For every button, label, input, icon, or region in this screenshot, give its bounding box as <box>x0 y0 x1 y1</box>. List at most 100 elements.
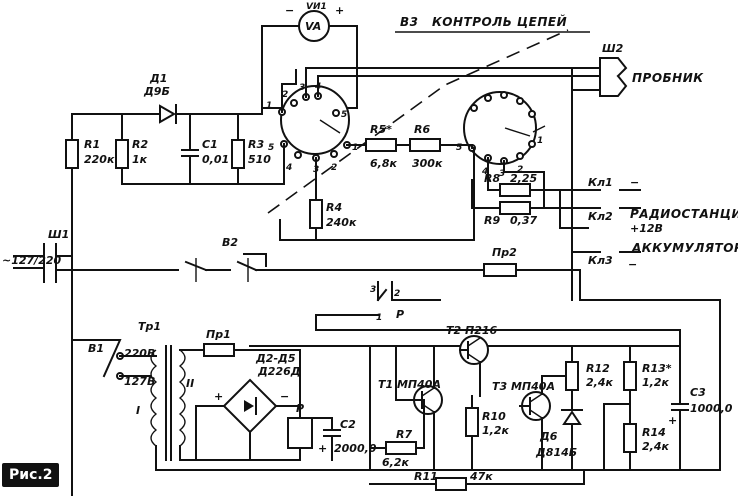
svg-text:II: II <box>186 377 194 390</box>
svg-text:510: 510 <box>248 153 271 166</box>
svg-text:РАДИОСТАНЦИЯ: РАДИОСТАНЦИЯ <box>630 207 738 221</box>
svg-text:~127/220: ~127/220 <box>2 254 62 267</box>
svg-text:5: 5 <box>456 143 462 153</box>
svg-text:Д814Б: Д814Б <box>535 446 577 459</box>
svg-text:2: 2 <box>331 163 337 173</box>
svg-text:Д226Д: Д226Д <box>257 365 301 378</box>
svg-text:Пр2: Пр2 <box>492 246 517 259</box>
output-terminals: Кл1 Кл2 Кл3 − РАДИОСТАНЦИЯ +12В АККУМУЛЯ… <box>588 176 738 271</box>
svg-text:4: 4 <box>285 163 292 173</box>
svg-text:2000,0: 2000,0 <box>334 442 377 455</box>
svg-text:47к: 47к <box>469 470 493 483</box>
figure-label: Рис.2 <box>2 463 60 487</box>
svg-text:R5*: R5* <box>370 123 392 136</box>
voltmeter: VA VИ1 − + <box>261 2 358 109</box>
svg-text:Д9Б: Д9Б <box>143 85 170 98</box>
svg-text:ПРОБНИК: ПРОБНИК <box>632 71 704 85</box>
svg-text:4: 4 <box>481 167 488 177</box>
svg-text:1: 1 <box>376 313 382 323</box>
svg-text:B1: B1 <box>88 342 104 355</box>
svg-text:АККУМУЛЯТОР: АККУМУЛЯТОР <box>631 241 738 255</box>
svg-text:+: + <box>214 390 223 403</box>
meter-symbol: VA <box>305 20 321 33</box>
svg-text:2,25: 2,25 <box>510 172 537 185</box>
svg-text:2,4к: 2,4к <box>642 440 669 453</box>
switch-b3-right-deck: 5 4 3 2 1 <box>456 91 546 179</box>
svg-text:2: 2 <box>282 90 288 100</box>
svg-text:R4: R4 <box>326 201 342 214</box>
b3-label: B3 <box>400 15 419 29</box>
svg-text:R7: R7 <box>396 428 412 441</box>
svg-text:240к: 240к <box>326 216 357 229</box>
svg-text:+: + <box>318 442 327 455</box>
svg-text:C3: C3 <box>690 386 706 399</box>
svg-text:+: + <box>668 414 677 427</box>
svg-text:1,2к: 1,2к <box>482 424 509 437</box>
svg-text:R12: R12 <box>586 362 610 375</box>
svg-text:R10: R10 <box>482 410 506 423</box>
b3-coupling-line <box>267 29 569 214</box>
svg-text:Пр1: Пр1 <box>206 328 231 341</box>
svg-text:Кл1: Кл1 <box>588 176 613 189</box>
svg-text:I: I <box>136 404 140 417</box>
svg-text:R8: R8 <box>484 172 500 185</box>
svg-text:R1: R1 <box>84 138 100 151</box>
svg-text:Кл3: Кл3 <box>588 254 613 267</box>
svg-text:−: − <box>630 176 639 189</box>
svg-text:+12В: +12В <box>630 222 663 235</box>
svg-text:Т2 П216: Т2 П216 <box>446 324 498 337</box>
meter-plus: + <box>335 4 344 17</box>
meter-ref: VИ1 <box>306 2 327 12</box>
svg-text:2: 2 <box>517 165 523 175</box>
svg-text:127В: 127В <box>124 375 155 388</box>
meter-minus: − <box>285 4 294 17</box>
svg-text:R14: R14 <box>642 426 666 439</box>
svg-text:Ш2: Ш2 <box>602 42 624 55</box>
divider-resistors: R4 240к R5* 6,8к R6 300к <box>309 123 473 241</box>
svg-text:Т3 МП40А: Т3 МП40А <box>492 380 555 393</box>
input-rail: Д1 Д9Б R1 220к R2 1к C1 0,01 R3 510 <box>65 72 285 496</box>
control-resistors: R10 1,2к R7 6,2к R11 47к R12 2,4к Д6 Д81… <box>369 345 733 491</box>
svg-text:R6: R6 <box>414 123 430 136</box>
svg-text:Д2-Д5: Д2-Д5 <box>255 352 296 365</box>
svg-text:3: 3 <box>370 285 376 295</box>
relay-contact: 3 2 1 Р <box>315 281 441 323</box>
svg-text:R9: R9 <box>484 214 500 227</box>
svg-text:1: 1 <box>352 143 358 153</box>
svg-text:R2: R2 <box>132 138 148 151</box>
svg-text:Д1: Д1 <box>149 72 167 85</box>
b3-title: КОНТРОЛЬ ЦЕПЕЙ <box>432 14 567 29</box>
svg-text:C1: C1 <box>202 138 218 151</box>
svg-text:3: 3 <box>499 169 505 179</box>
svg-text:6,8к: 6,8к <box>370 157 397 170</box>
mains-input: Ш1 ~127/220 B2 Пр2 <box>2 228 581 301</box>
svg-text:−: − <box>628 258 637 271</box>
svg-text:R13*: R13* <box>642 362 672 375</box>
svg-text:1к: 1к <box>132 153 148 166</box>
svg-text:B2: B2 <box>222 236 238 249</box>
svg-text:1000,0: 1000,0 <box>690 402 733 415</box>
svg-text:1: 1 <box>537 136 543 146</box>
svg-text:1,2к: 1,2к <box>642 376 669 389</box>
svg-text:2: 2 <box>394 289 400 299</box>
probe-connector: Ш2 ПРОБНИК <box>571 42 704 97</box>
shunt-resistors: R8 2,25 R9 0,37 <box>279 67 641 301</box>
svg-text:Р: Р <box>296 402 304 415</box>
svg-text:Тр1: Тр1 <box>138 320 161 333</box>
svg-text:Р: Р <box>396 308 404 321</box>
svg-text:3: 3 <box>299 83 305 93</box>
svg-text:300к: 300к <box>412 157 443 170</box>
svg-text:Т1 МП40А: Т1 МП40А <box>378 378 441 391</box>
switch-b3-left-deck: 1 2 3 4 5 5 4 3 2 1 <box>261 67 573 175</box>
svg-text:0,01: 0,01 <box>202 153 229 166</box>
svg-text:0,37: 0,37 <box>510 214 537 227</box>
svg-text:C2: C2 <box>340 418 356 431</box>
svg-text:Ш1: Ш1 <box>48 228 69 241</box>
svg-text:R3: R3 <box>248 138 264 151</box>
svg-text:6,2к: 6,2к <box>382 456 409 469</box>
svg-text:R11: R11 <box>414 470 438 483</box>
transistors: Т2 П216 Т1 МП40А Т3 МП40А <box>378 324 573 471</box>
svg-text:5: 5 <box>341 110 347 120</box>
